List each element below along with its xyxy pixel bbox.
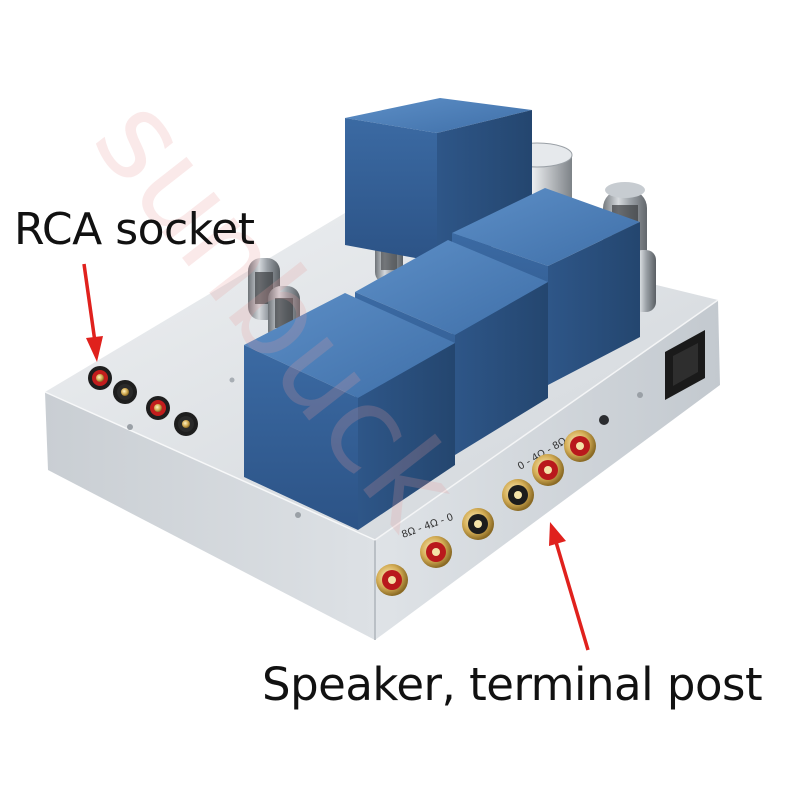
speaker-arrow xyxy=(549,522,590,651)
screw xyxy=(229,377,235,383)
fuse-hole xyxy=(599,415,609,425)
terminal-post-red xyxy=(564,430,596,462)
rca-sockets xyxy=(88,366,198,436)
screw xyxy=(295,512,301,518)
terminal-post-red xyxy=(376,564,408,596)
terminal-post-black xyxy=(502,479,534,511)
rca-socket-black xyxy=(174,412,198,436)
rca-socket-red xyxy=(88,366,112,390)
rca-socket-black xyxy=(113,380,137,404)
screw xyxy=(637,392,643,398)
chassis-left-face xyxy=(45,392,375,640)
rca-socket-label: RCA socket xyxy=(14,204,255,255)
screw xyxy=(127,424,133,430)
rca-arrow xyxy=(82,263,103,362)
terminal-post-red xyxy=(532,454,564,486)
transformers xyxy=(244,98,640,530)
rca-socket-red xyxy=(146,396,170,420)
terminal-post-black xyxy=(462,508,494,540)
power-inlet xyxy=(665,330,705,400)
terminal-post-red xyxy=(420,536,452,568)
choke-transformer xyxy=(244,293,455,530)
speaker-terminal-label: Speaker, terminal post xyxy=(262,658,763,711)
